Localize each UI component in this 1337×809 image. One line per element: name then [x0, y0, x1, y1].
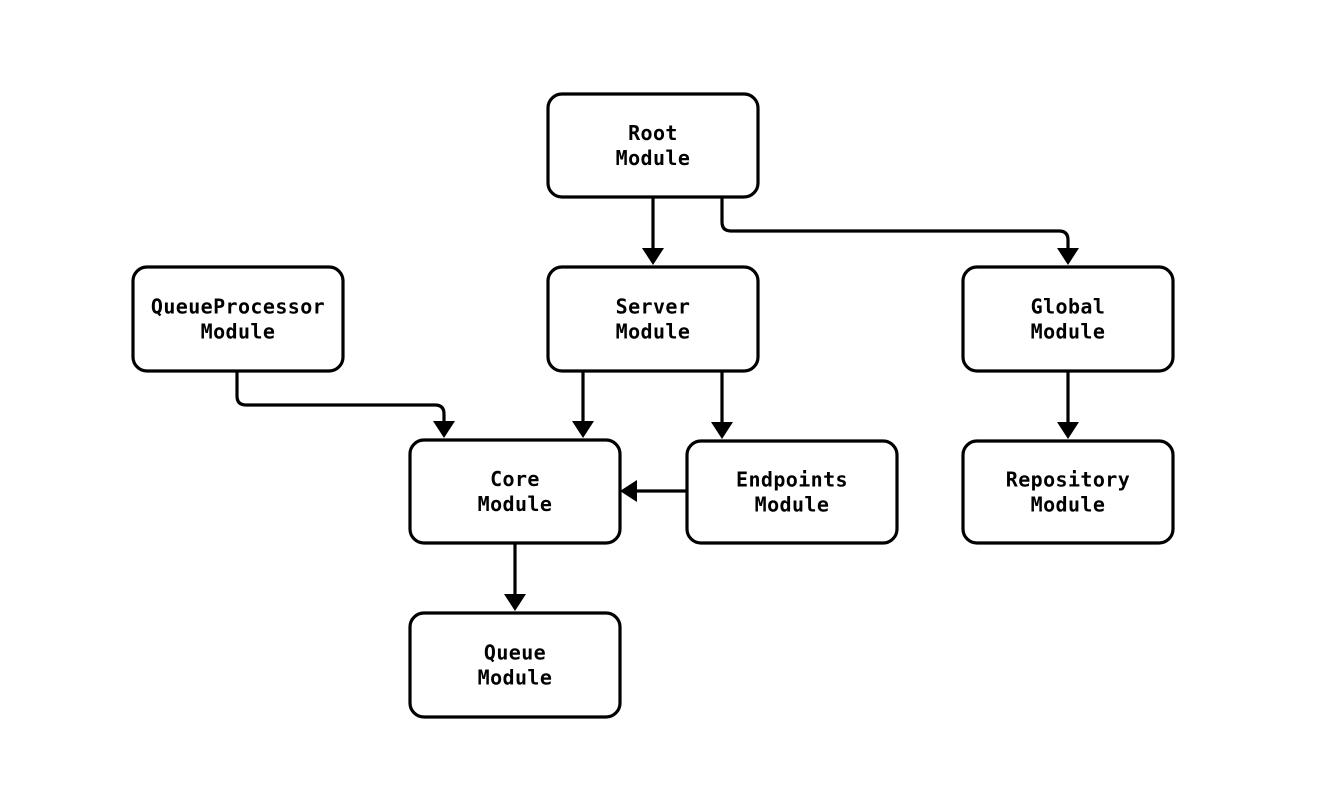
global-module-label-line1: Global	[1031, 295, 1106, 319]
root-module-label-line2: Module	[616, 146, 691, 170]
edge-queueprocessor-to-core-arrowhead-icon	[433, 421, 455, 438]
queueprocessor-module-box[interactable]	[131, 265, 345, 373]
edge-core-to-queue-arrowhead-icon	[504, 594, 526, 611]
queue-module-label-line2: Module	[478, 666, 553, 690]
root-module-box[interactable]	[546, 92, 760, 199]
edge-server-to-endpoints	[711, 371, 733, 439]
edge-server-to-core	[572, 371, 594, 438]
repository-module-label-line2: Module	[1031, 493, 1106, 517]
edge-root-to-server-arrowhead-icon	[642, 248, 664, 265]
core-module-box[interactable]	[408, 438, 622, 545]
endpoints-module-label-line2: Module	[755, 493, 830, 517]
core-module-label-line1: Core	[490, 467, 540, 491]
edge-root-to-global-line	[720, 197, 1070, 252]
edges-layer	[235, 197, 1079, 611]
edge-root-to-global-arrowhead-icon	[1057, 248, 1079, 265]
server-module-box[interactable]	[546, 265, 760, 373]
edge-endpoints-to-core	[620, 480, 687, 502]
global-module-box[interactable]	[961, 265, 1175, 373]
server-module-label-line1: Server	[616, 295, 691, 319]
queueprocessor-module-label-line2: Module	[201, 320, 276, 344]
queue-module-box[interactable]	[408, 611, 622, 719]
edge-global-to-repository	[1057, 371, 1079, 439]
server-module-label-line2: Module	[616, 320, 691, 344]
edge-queueprocessor-to-core-line	[235, 371, 446, 425]
repository-module-box[interactable]	[961, 439, 1175, 545]
edge-root-to-server	[642, 197, 664, 265]
nodes-layer: RootModuleQueueProcessorModuleServerModu…	[131, 92, 1175, 719]
edge-global-to-repository-arrowhead-icon	[1057, 422, 1079, 439]
queueprocessor-module-label-line1: QueueProcessor	[151, 295, 325, 319]
endpoints-module-box[interactable]	[685, 439, 899, 545]
global-module-label-line2: Module	[1031, 320, 1106, 344]
edge-server-to-core-arrowhead-icon	[572, 421, 594, 438]
edge-server-to-endpoints-arrowhead-icon	[711, 422, 733, 439]
core-module-label-line2: Module	[478, 492, 553, 516]
root-module-label-line1: Root	[628, 121, 678, 145]
edge-root-to-global	[720, 197, 1079, 265]
queue-module-label-line1: Queue	[484, 641, 546, 665]
edge-endpoints-to-core-arrowhead-icon	[620, 480, 637, 502]
repository-module-label-line1: Repository	[1006, 468, 1130, 492]
edge-queueprocessor-to-core	[235, 371, 455, 438]
endpoints-module-label-line1: Endpoints	[736, 468, 848, 492]
edge-core-to-queue	[504, 543, 526, 611]
